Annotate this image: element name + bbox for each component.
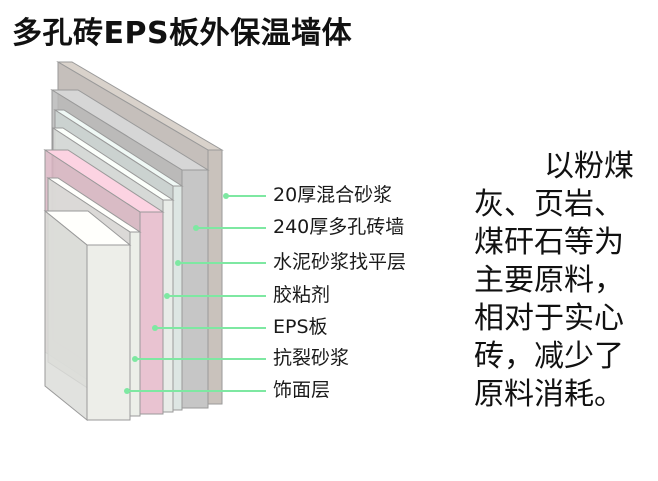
layer-label: EPS板 (273, 316, 328, 338)
description-line: 灰、页岩、 (474, 187, 624, 222)
leader-6 (132, 356, 266, 362)
layer-label: 饰面层 (273, 379, 331, 401)
description-line: 以粉煤 (544, 149, 634, 184)
layer-label: 胶粘剂 (273, 284, 331, 306)
wall-layer-front-face (172, 185, 183, 411)
leader-1 (223, 193, 266, 199)
description-text: 以粉煤灰、页岩、煤矸石等为主要原料，相对于实心砖，减少了原料消耗。 (474, 148, 652, 414)
wall-layer-7 (43, 209, 132, 422)
layer-label: 20厚混合砂浆 (273, 184, 393, 206)
leader-4 (164, 293, 266, 299)
leader-dot (152, 325, 158, 331)
leader-dot (164, 293, 170, 299)
leader-5 (152, 325, 266, 331)
layer-label: 水泥砂浆找平层 (273, 251, 407, 273)
wall-layer-front-face (181, 169, 209, 409)
wall-layer-front-face (162, 199, 174, 413)
leader-dot (193, 225, 199, 231)
leader-7 (124, 388, 266, 394)
wall-layer-front-face (129, 231, 141, 417)
wall-layer-side-face (44, 209, 88, 422)
description-line: 相对于实心 (474, 301, 624, 336)
leader-lines (124, 193, 266, 394)
description-line: 砖，减少了 (474, 339, 624, 374)
leader-dot (124, 388, 130, 394)
description-line: 主要原料， (474, 263, 624, 298)
layer-label: 抗裂砂浆 (273, 347, 350, 369)
leader-dot (223, 193, 229, 199)
wall-layer-front-face (86, 244, 131, 421)
leader-2 (193, 225, 266, 231)
leader-3 (175, 260, 266, 266)
wall-layer-front-face (139, 211, 164, 415)
leader-dot (132, 356, 138, 362)
leader-dot (175, 260, 181, 266)
description-line: 原料消耗。 (474, 377, 624, 412)
page-title: 多孔砖EPS板外保温墙体 (12, 16, 353, 51)
layer-label: 240厚多孔砖墙 (273, 216, 405, 238)
wall-layer-front-face (207, 149, 223, 405)
wall-layer-stack (43, 61, 224, 422)
description-line: 煤矸石等为 (474, 225, 624, 260)
